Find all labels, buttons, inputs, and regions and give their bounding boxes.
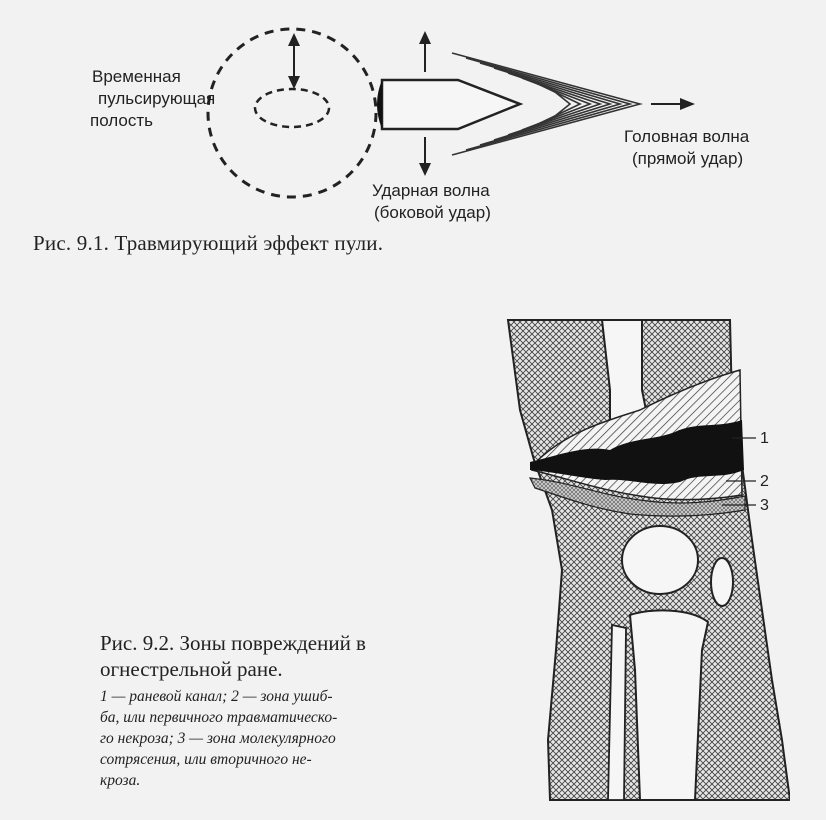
patella-bone — [711, 558, 733, 606]
figure-1-caption: Рис. 9.1. Травмирующий эффект пули. — [33, 231, 383, 256]
cavity-label: Временная пульсирующая полость — [92, 66, 215, 132]
zone-3-number: 3 — [760, 497, 769, 514]
bullet-shape — [377, 80, 520, 129]
wound-zones-illustration: 1 2 3 — [490, 310, 790, 810]
head-wave-label: Головная волна (прямой удар) — [624, 126, 749, 170]
femur-condyle — [622, 526, 698, 594]
cavity-outer-circle — [208, 29, 376, 197]
cavity-pulsation-arrow — [288, 33, 300, 89]
zone-2-number: 2 — [760, 473, 769, 490]
head-wave-arrow — [651, 98, 695, 110]
figure-2-caption-legend: 1 — раневой канал; 2 — зона ушиб- ба, ил… — [100, 686, 337, 791]
fibula-bone — [608, 625, 626, 800]
figure-2-caption-title: Рис. 9.2. Зоны повреждений в огнестрельн… — [100, 630, 366, 682]
shock-wave-arrow-up — [419, 31, 431, 72]
zone-1-number: 1 — [760, 430, 769, 447]
tibia-bone — [630, 610, 708, 800]
shock-wave-label: Ударная волна (боковой удар) — [372, 180, 491, 224]
shock-wave-arrow-down — [419, 137, 431, 176]
cavity-inner-ellipse — [255, 89, 329, 127]
